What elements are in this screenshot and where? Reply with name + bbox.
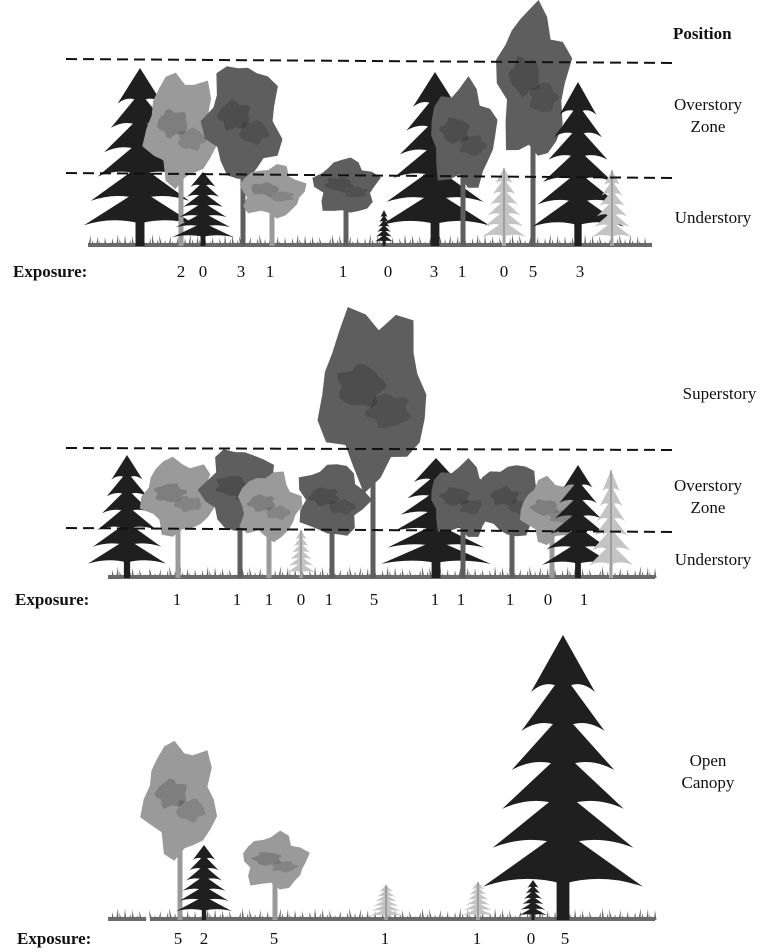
panel3-exposure-label: Exposure: bbox=[17, 929, 91, 949]
tree bbox=[176, 845, 232, 920]
tree bbox=[287, 530, 315, 578]
exposure-value: 2 bbox=[177, 262, 186, 282]
tree bbox=[589, 470, 633, 578]
tree bbox=[240, 164, 307, 246]
exposure-value: 1 bbox=[506, 590, 515, 610]
exposure-value: 1 bbox=[457, 590, 466, 610]
exposure-value: 1 bbox=[339, 262, 348, 282]
exposure-value: 0 bbox=[500, 262, 509, 282]
exposure-value: 0 bbox=[384, 262, 393, 282]
panel2-overstory-zone-label: Overstory Zone bbox=[668, 475, 748, 519]
panel1-understory-label: Understory bbox=[668, 207, 758, 229]
exposure-value: 5 bbox=[370, 590, 379, 610]
zone-label-line1: Overstory bbox=[668, 94, 748, 116]
tree bbox=[369, 885, 403, 920]
exposure-value: 5 bbox=[561, 929, 570, 949]
exposure-value: 0 bbox=[297, 590, 306, 610]
zone-label-line1: Superstory bbox=[672, 383, 767, 405]
panel1-exposure-label: Exposure: bbox=[13, 262, 87, 282]
panel1-ground bbox=[88, 234, 652, 247]
exposure-value: 1 bbox=[473, 929, 482, 949]
exposure-value: 1 bbox=[458, 262, 467, 282]
exposure-value: 2 bbox=[200, 929, 209, 949]
tree bbox=[592, 170, 632, 246]
panel2-superstory-label: Superstory bbox=[672, 383, 767, 405]
zone-label-line1: Overstory bbox=[668, 475, 748, 497]
exposure-value: 1 bbox=[266, 262, 275, 282]
exposure-value: 1 bbox=[325, 590, 334, 610]
zone-label-line1: Open bbox=[668, 750, 748, 772]
exposure-value: 0 bbox=[544, 590, 553, 610]
zone-label-line2: Canopy bbox=[668, 772, 748, 794]
panel3-ground-left bbox=[108, 908, 147, 921]
zone-label-line1: Understory bbox=[668, 207, 758, 229]
tree bbox=[519, 880, 547, 920]
tree bbox=[238, 472, 302, 579]
tree bbox=[462, 882, 494, 920]
exposure-value: 5 bbox=[529, 262, 538, 282]
exposure-value: 1 bbox=[265, 590, 274, 610]
position-header: Position bbox=[673, 24, 732, 44]
panel3-ground-right bbox=[149, 908, 657, 921]
exposure-value: 0 bbox=[527, 929, 536, 949]
tree bbox=[375, 210, 393, 246]
exposure-value: 1 bbox=[233, 590, 242, 610]
tree bbox=[312, 158, 381, 247]
exposure-value: 1 bbox=[580, 590, 589, 610]
tree bbox=[243, 831, 310, 921]
zone-label-line2: Zone bbox=[668, 116, 748, 138]
exposure-value: 1 bbox=[381, 929, 390, 949]
panel2-exposure-label: Exposure: bbox=[15, 590, 89, 610]
panel3-open-canopy-label: Open Canopy bbox=[668, 750, 748, 794]
tree bbox=[483, 635, 643, 920]
tree bbox=[482, 168, 526, 246]
panel2-understory-label: Understory bbox=[668, 549, 758, 571]
exposure-value: 5 bbox=[174, 929, 183, 949]
exposure-value: 0 bbox=[199, 262, 208, 282]
exposure-value: 1 bbox=[173, 590, 182, 610]
exposure-value: 3 bbox=[576, 262, 585, 282]
panel1-top-zone-line bbox=[66, 59, 675, 63]
tree-layer bbox=[84, 0, 643, 920]
zone-label-line2: Zone bbox=[668, 497, 748, 519]
exposure-value: 5 bbox=[270, 929, 279, 949]
exposure-value: 3 bbox=[430, 262, 439, 282]
exposure-value: 3 bbox=[237, 262, 246, 282]
panel1-overstory-zone-label: Overstory Zone bbox=[668, 94, 748, 138]
zone-label-line1: Understory bbox=[668, 549, 758, 571]
exposure-value: 1 bbox=[431, 590, 440, 610]
